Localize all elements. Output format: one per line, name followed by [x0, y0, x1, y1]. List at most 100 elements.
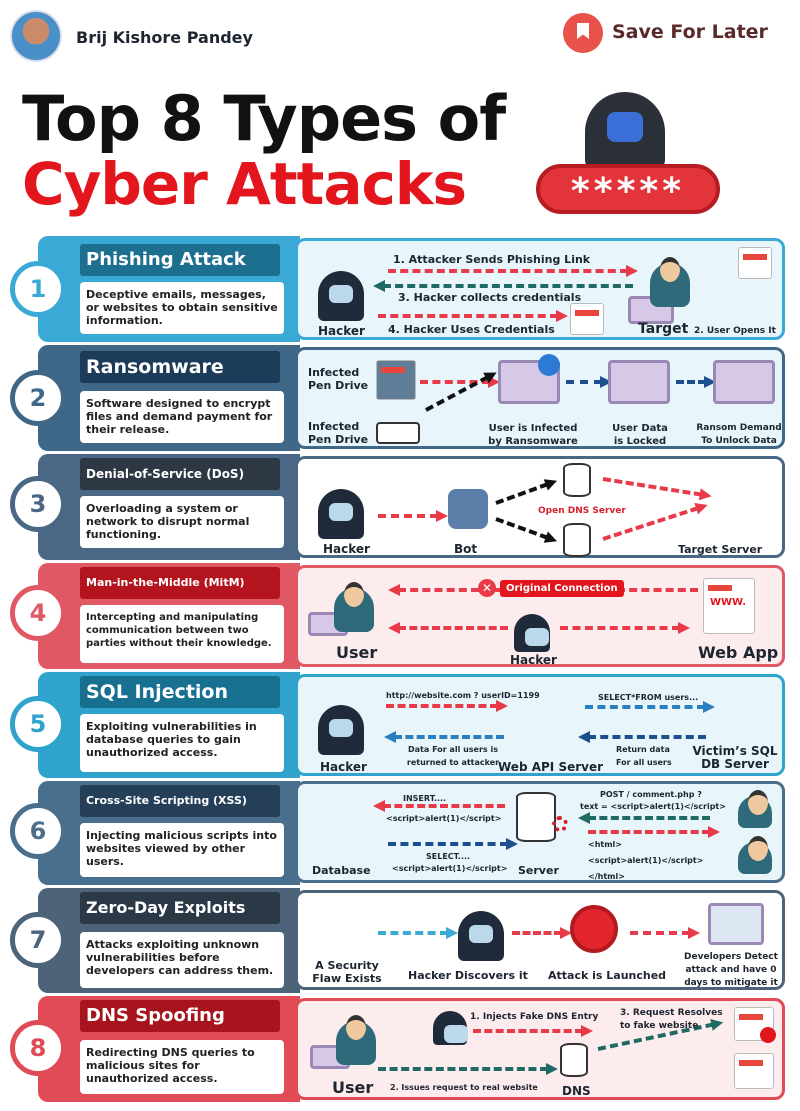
script-label: <script>alert(1)</script> [386, 814, 502, 823]
html-label: </html> [588, 872, 625, 881]
step-label: 2. Issues request to real website [390, 1083, 538, 1092]
web-app-label: Web App [698, 643, 779, 662]
arrow [512, 927, 572, 939]
arrow [585, 701, 715, 713]
api-server-label: Web API Server [498, 760, 604, 774]
arrow [588, 826, 720, 838]
author-avatar [10, 10, 62, 62]
diagram-panel: User 1. Injects Fake DNS Entry 2. Issues… [295, 998, 785, 1100]
arrow [676, 376, 716, 388]
arrow [378, 510, 448, 522]
post-text-label: text = <script>alert(1)</script> [580, 802, 726, 811]
number-badge: 4 [10, 585, 66, 641]
website-icon [738, 247, 772, 279]
bookmark-icon[interactable] [563, 13, 603, 53]
arrow [378, 1063, 558, 1075]
bot-label: Bot [454, 542, 478, 556]
attack-section-sql-injection: 5 SQL Injection Exploiting vulnerabiliti… [0, 672, 800, 778]
www-text: WWW. [710, 597, 747, 608]
diagram-panel: Hacker Bot Open DNS Server Target Server [295, 456, 785, 558]
dns-server-icon [560, 1043, 588, 1077]
user-icon [336, 1015, 376, 1065]
usb-drive-icon [376, 422, 420, 444]
number-badge: 1 [10, 261, 66, 317]
hacker-icon [318, 489, 364, 539]
attack-description: Attacks exploiting unknown vulnerabiliti… [80, 932, 284, 988]
number-badge: 2 [10, 370, 66, 426]
infected-file-icon [376, 360, 416, 400]
step-label: Hacker Discovers it [408, 969, 528, 982]
number-badge: 5 [10, 696, 66, 752]
arrow [473, 1025, 593, 1037]
arrow [578, 812, 710, 824]
arrow [630, 927, 700, 939]
attack-description: Software designed to encrypt files and d… [80, 391, 284, 443]
step-label: A Security Flaw Exists [312, 959, 382, 985]
hacker-icon [433, 1011, 468, 1045]
number-badge: 6 [10, 803, 66, 859]
database-label: Database [312, 864, 371, 877]
attack-description: Redirecting DNS queries to malicious sit… [80, 1040, 284, 1094]
user-icon [738, 836, 772, 874]
password-field-illustration: ***** [536, 164, 720, 214]
diagram-panel: Hacker 1. Attacker Sends Phishing Link 3… [295, 238, 785, 340]
number-badge: 3 [10, 476, 66, 532]
server-label: Server [518, 864, 559, 877]
insert-label: INSERT.... [403, 794, 447, 803]
user-label: User [336, 643, 378, 662]
attack-title: DNS Spoofing [80, 1000, 280, 1032]
diagram-panel: Hacker http://website.com ? userID=1199 … [295, 674, 785, 776]
gear-icon [552, 816, 568, 832]
step-label: Developers Detect attack and have 0 days… [684, 952, 778, 988]
arrow [388, 838, 518, 850]
step-label: Ransom Demand To Unlock Data [696, 423, 782, 446]
diagram-panel: Infected Pen Drive Infected Pen Drive Us… [295, 347, 785, 449]
arrow [373, 280, 633, 292]
step-label: User is Infected by Ransomware [488, 423, 578, 447]
source-label: Infected Pen Drive [308, 420, 369, 446]
attack-section-dos: 3 Denial-of-Service (DoS) Overloading a … [0, 454, 800, 560]
target-label: Target [638, 321, 689, 337]
arrow [386, 700, 508, 712]
developer-laptop-icon [708, 903, 764, 945]
html-label: <html> [588, 840, 623, 849]
hacker-label: Hacker [318, 324, 365, 338]
attack-title: Phishing Attack [80, 244, 280, 276]
returned-label: Data For all users is returned to attack… [406, 745, 500, 767]
attack-title: Denial-of-Service (DoS) [80, 458, 280, 490]
arrow [560, 622, 690, 634]
return-data-label: Return data For all users [616, 745, 672, 767]
hacker-label: Hacker [320, 760, 367, 774]
website-icon [734, 1053, 774, 1089]
save-for-later-button[interactable]: Save For Later [612, 21, 768, 43]
arrow [378, 927, 458, 939]
author-name: Brij Kishore Pandey [76, 28, 253, 47]
dns-label: Open DNS Server [538, 506, 626, 516]
diagram-panel: User ✕ Original Connection Hacker WWW. W… [295, 565, 785, 667]
arrow [495, 482, 549, 505]
step-label: 4. Hacker Uses Credentials [388, 323, 555, 336]
step-label: Attack is Launched [548, 969, 667, 982]
page-title-line1: Top 8 Types of [22, 82, 506, 155]
dns-server-icon [563, 523, 591, 557]
ransom-laptop-icon [713, 360, 775, 404]
arrow [388, 622, 508, 634]
locked-laptop-icon [608, 360, 670, 404]
attack-description: Deceptive emails, messages, or websites … [80, 282, 284, 334]
script-label: <script>alert(1)</script> [392, 864, 508, 873]
user-label: User [332, 1078, 374, 1097]
hacker-label: Hacker [510, 653, 557, 667]
attack-title: Man-in-the-Middle (MitM) [80, 567, 280, 599]
arrow [578, 731, 706, 743]
attack-title: Ransomware [80, 351, 280, 383]
step-label: User Data is Locked [612, 423, 668, 447]
arrow [384, 731, 504, 743]
arrow [602, 477, 703, 497]
step-label: 2. User Opens It [694, 326, 776, 336]
user-icon [334, 582, 374, 632]
attack-title: Zero-Day Exploits [80, 892, 280, 924]
attack-description: Intercepting and manipulating communicat… [80, 605, 284, 663]
website-icon [570, 303, 604, 335]
arrow [378, 310, 568, 322]
attack-section-mitm: 4 Man-in-the-Middle (MitM) Intercepting … [0, 563, 800, 669]
